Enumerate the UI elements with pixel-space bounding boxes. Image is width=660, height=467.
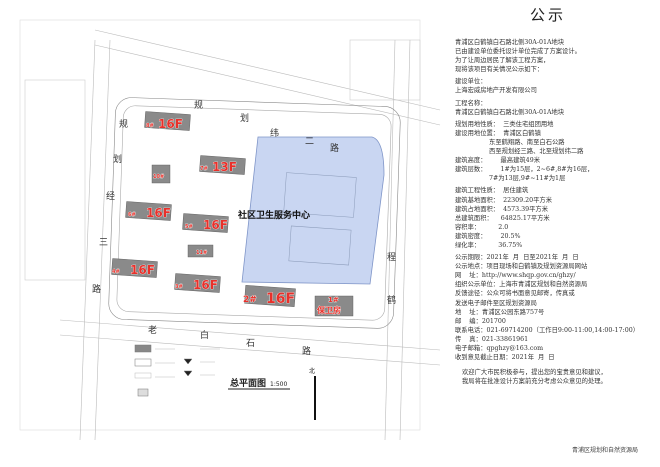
notice-line: 反馈途径：公众可将书面意见邮寄，传真或 [455, 290, 575, 298]
notice-line: 建筑密度： 20.5% [455, 232, 521, 240]
notice-line: 邮 编：201700 [455, 317, 506, 325]
building-8-no: 8# [146, 123, 154, 129]
road-left-char: 经 [106, 190, 115, 202]
notice-line: 建筑高度： 最高建筑49米 [455, 157, 540, 165]
notice-line: 建筑工程性质： 居住建筑 [455, 187, 529, 195]
road-right-char: 程 [387, 252, 396, 263]
notice-line: 电子邮箱：qpghzy@163.com [455, 345, 544, 352]
legend [134, 344, 220, 397]
notice-line: 地 址：青浦区公园东路757号 [455, 308, 545, 316]
notice-line: 发送电子邮件至区规划资源局 [455, 299, 537, 307]
road-bottom-char: 路 [302, 345, 311, 357]
notice-line: 东至鹤翔路、南至白石公路 [455, 138, 565, 146]
notice-title: 公示 [530, 6, 567, 24]
closing-note: 欢迎广大市民积极参与，提出您的宝贵意见和建议， 我局将在批准设计方案前充分考虑公… [462, 368, 607, 386]
notice-line: 建筑层数： 1#为15层，2~6#,8#为16层， [455, 166, 594, 174]
notice-line: 现将该项目有关情况公示如下： [455, 66, 544, 74]
plan-title: 总平面图 [230, 377, 266, 389]
building-1-use: 保卫房 [316, 305, 341, 315]
notice-line: 联系电话：021-69714200（工作日9:00-11:00,14:00-17… [455, 326, 640, 334]
notice-line: 规划用地性质： 三类住宅组团用地 [455, 120, 554, 128]
building-5-no: 5# [185, 224, 193, 230]
notice-line: 7#为13层,9#~11#为1层 [455, 175, 566, 183]
building-2-floors: 16F [266, 291, 295, 307]
building-5-floors: 16F [203, 218, 228, 232]
building-11-no: 11# [196, 250, 207, 256]
notice-line: 传 真：021-33861961 [455, 335, 529, 343]
health-center-site [241, 136, 385, 285]
notice-line: 工程名称： [455, 99, 487, 107]
notice-line: 为了让周边居民了解该工程方案， [455, 57, 550, 65]
notice-line: 收到意见截止日期：2021年 月 日 [455, 354, 555, 362]
notice-line: 建设用地位置： 青浦区白鹤镇 [455, 129, 541, 137]
notice-line: 青浦区白鹤镇白石路北侧30A-01A地块 [455, 108, 565, 116]
building-3-no: 3# [175, 284, 183, 290]
notice-line: 建设单位： [455, 78, 487, 86]
building-4-no: 4# [112, 269, 120, 275]
road-left-char: 三 [99, 238, 108, 248]
health-center-label: 社区卫生服务中心 [237, 209, 310, 221]
notice-text: 青浦区白鹤镇白石路北侧30A-01A地块已由建设单位委托设计单位完成了方案设计。… [455, 38, 655, 362]
north-label: 北 [309, 367, 315, 375]
notice-line: 建筑占地面积： 4573.39平方米 [455, 205, 549, 213]
notice-line: 网 址：http://www.shqp.gov.cn/ghzy/ [455, 272, 576, 280]
north-arrow-icon [314, 376, 316, 420]
notice-line: 容积率： 2.0 [455, 223, 509, 231]
road-bottom-char: 老 [148, 324, 157, 336]
closing-line: 欢迎广大市民积极参与，提出您的宝贵意见和建议， [462, 369, 607, 376]
notice-line: 绿化率： 36.75% [455, 241, 523, 249]
road-top-char: 纬 [270, 127, 279, 139]
road-top-char: 路 [330, 142, 339, 154]
building-10-no: 10# [153, 174, 164, 180]
building-3-floors: 16F [193, 278, 218, 292]
notice-line: 上海宏威房地产开发有限公司 [455, 87, 537, 95]
notice-line: 公示地点：项目现场和白鹤镇及规划资源局网站 [455, 263, 588, 271]
road-top-char: 划 [240, 112, 249, 124]
notice-line: 建筑基地面积： 22309.20平方米 [455, 196, 553, 204]
building-7-floors: 13F [212, 160, 237, 174]
road-left-char: 规 [119, 119, 128, 130]
notice-line: 西至规划经三路、北至规划纬二路 [455, 148, 584, 156]
signature: 青浦区规划和自然资源局 [572, 447, 639, 454]
notice-line: 组织公示单位：上海市青浦区规划和自然资源局 [455, 281, 588, 289]
road-bottom-char: 石 [246, 339, 255, 349]
plan-scale: 1:500 [270, 381, 287, 388]
building-8-floors: 16F [158, 117, 183, 131]
building-6-floors: 16F [146, 206, 171, 220]
road-left-char: 划 [113, 153, 122, 165]
notice-line: 总建筑面积： 64825.17平方米 [455, 214, 550, 222]
building-2-no: 2# [243, 295, 257, 305]
building-6-no: 6# [128, 212, 136, 218]
building-1-no: 1# [328, 296, 339, 304]
road-left-char: 路 [92, 283, 101, 295]
building-4-floors: 16F [130, 263, 155, 277]
building-7-no: 7# [200, 166, 208, 172]
notice-line: 公示期限：2021年 月 日至2021年 月 日 [455, 254, 579, 262]
closing-line: 我局将在批准设计方案前充分考虑公众意见的处理。 [462, 378, 607, 385]
notice-line: 青浦区白鹤镇白石路北侧30A-01A地块 [455, 39, 565, 46]
road-top-char: 二 [305, 137, 314, 147]
notice-line: 已由建设单位委托设计单位完成了方案设计。 [455, 48, 581, 56]
road-top-char: 规 [194, 100, 203, 111]
road-right-char: 鹤 [387, 294, 396, 306]
road-bottom-char: 白 [200, 329, 209, 341]
